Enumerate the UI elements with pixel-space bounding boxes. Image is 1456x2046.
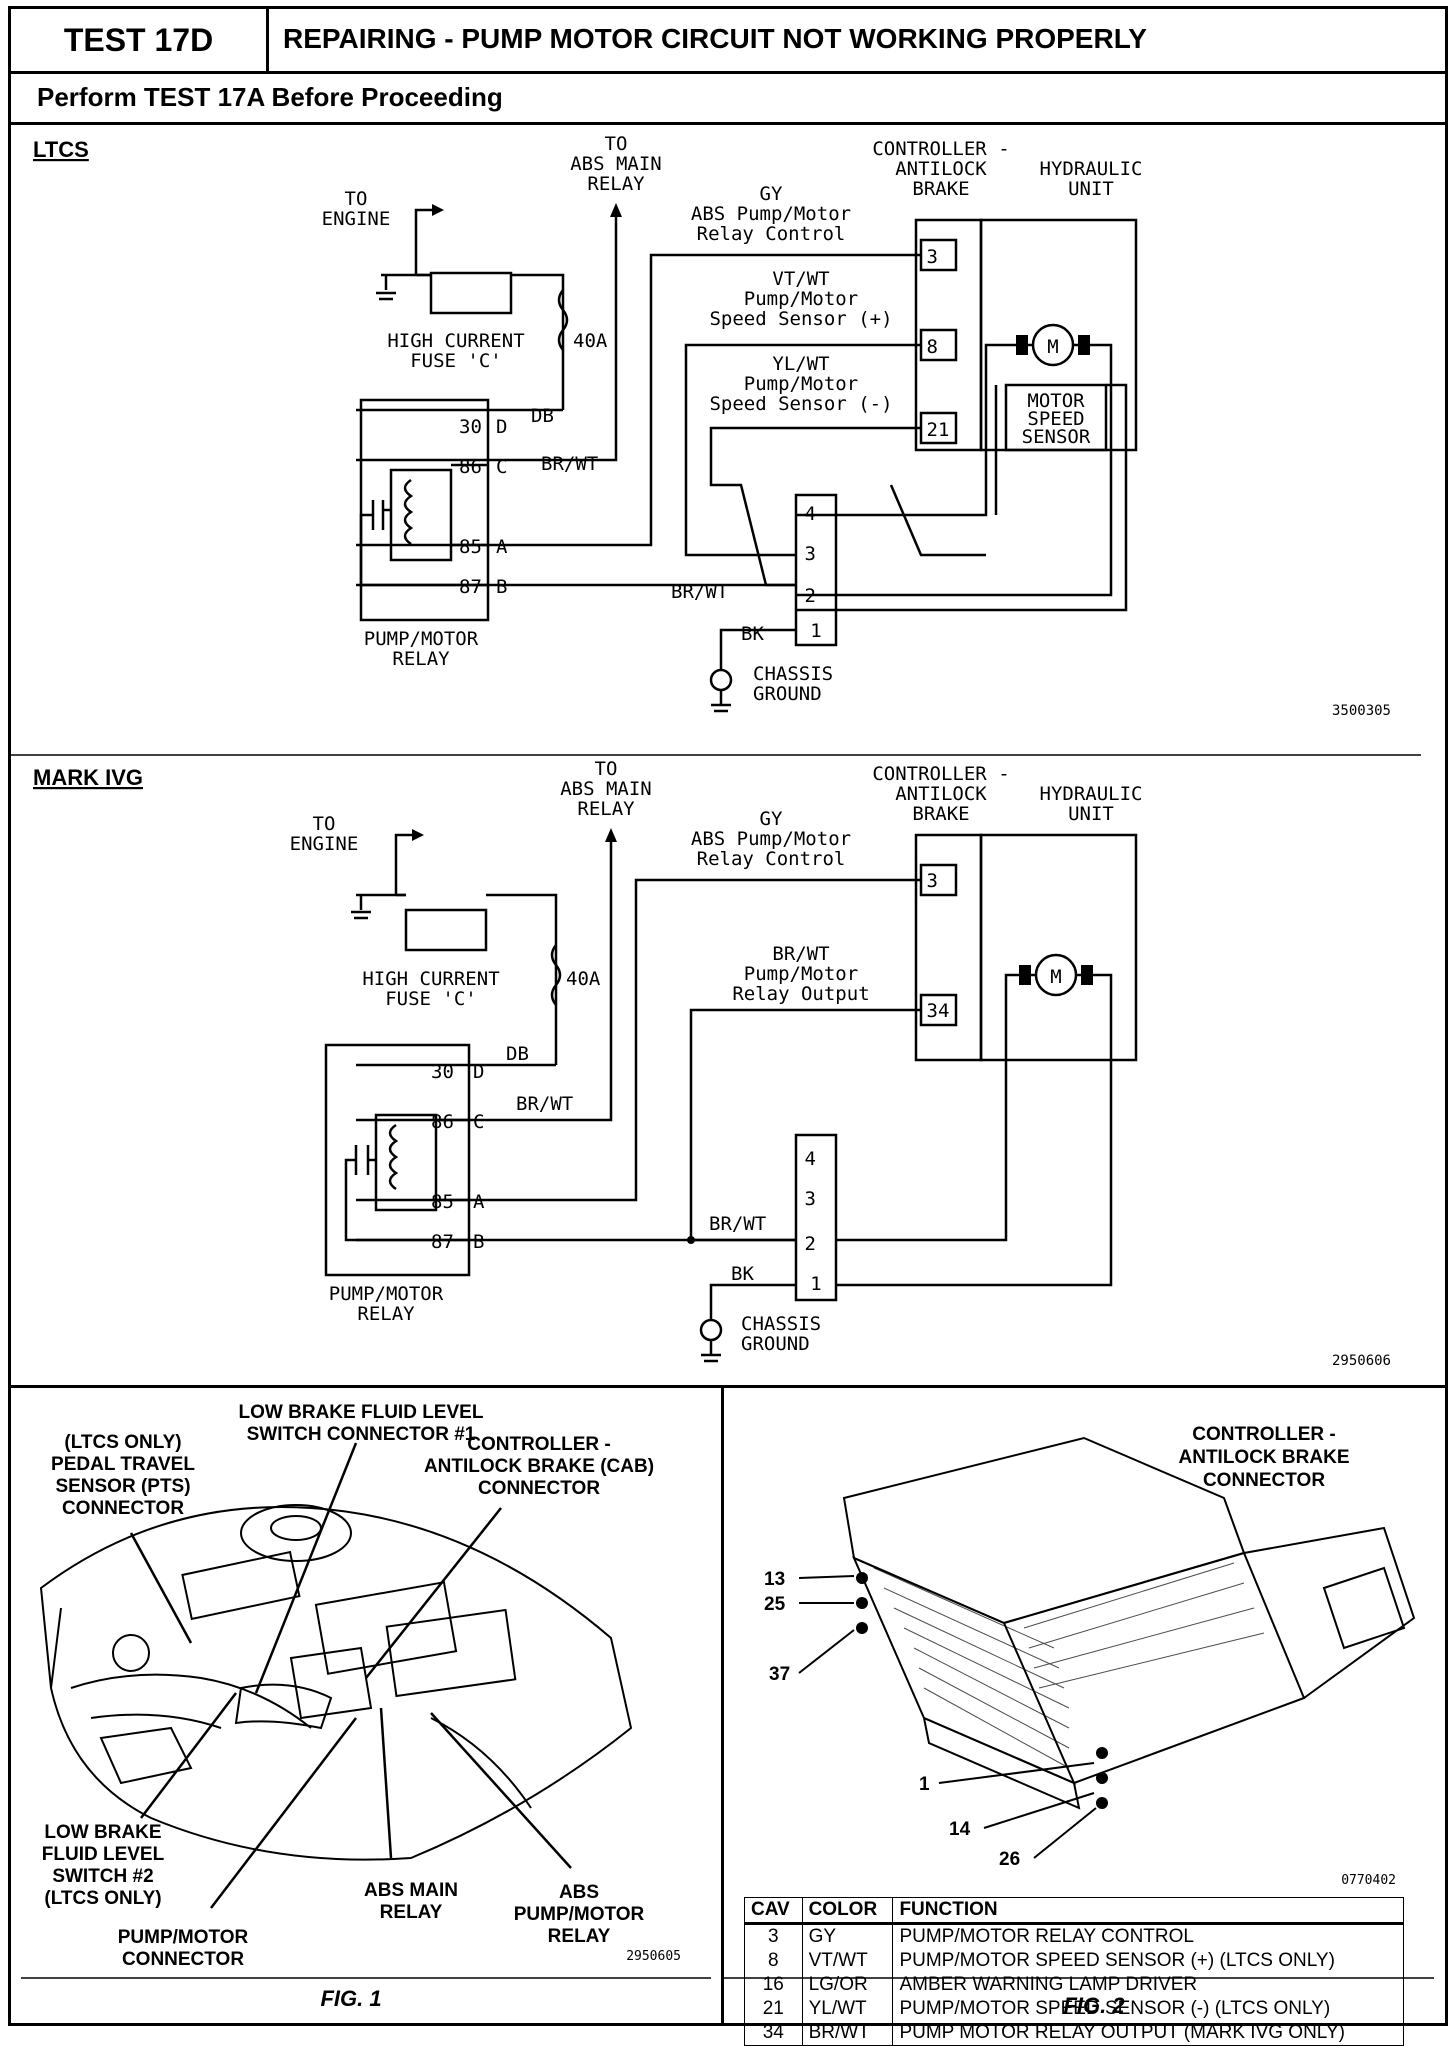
wire-brwt-2: BR/WT xyxy=(671,581,728,603)
cav-cell: 34 xyxy=(744,2021,803,2046)
connector-pins: 4 3 2 1 xyxy=(805,503,828,642)
color-cell: YL/WT xyxy=(801,1997,894,2021)
page: TEST 17D REPAIRING - PUMP MOTOR CIRCUIT … xyxy=(8,6,1448,2046)
fig1-caption: FIG. 1 xyxy=(320,1986,381,2011)
fig1-cab: CONTROLLER -ANTILOCK BRAKE (CAB)CONNECTO… xyxy=(424,1434,654,1499)
cav-cell: 16 xyxy=(744,1973,803,1997)
table-row: 8 VT/WT PUMP/MOTOR SPEED SENSOR (+) (LTC… xyxy=(744,1949,1404,1973)
function-cell: PUMP/MOTOR RELAY CONTROL xyxy=(892,1923,1404,1949)
table-header-row: CAV COLOR FUNCTION xyxy=(744,1897,1404,1925)
header: TEST 17D REPAIRING - PUMP MOTOR CIRCUIT … xyxy=(11,9,1445,74)
cav-cell: 21 xyxy=(744,1997,803,2021)
function-cell: PUMP MOTOR RELAY OUTPUT (MARK IVG ONLY) xyxy=(892,2021,1404,2046)
test-id: TEST 17D xyxy=(11,9,269,71)
fuse-amps: 40A xyxy=(566,968,601,990)
relay-pins: 30 86 85 87 xyxy=(431,1061,465,1253)
cav-cell: 8 xyxy=(744,1949,803,1973)
color-cell: LG/OR xyxy=(801,1973,894,1997)
table-row: 3 GY PUMP/MOTOR RELAY CONTROL xyxy=(744,1923,1404,1949)
ltcs-label: LTCS xyxy=(33,137,89,162)
col-cav: CAV xyxy=(744,1897,803,1925)
relay-letters: D C A B xyxy=(496,416,519,598)
fig1-ref: 2950605 xyxy=(626,1949,681,1964)
table-row: 21 YL/WT PUMP/MOTOR SPEED SENSOR (-) (LT… xyxy=(744,1997,1404,2021)
cav-cell: 3 xyxy=(744,1923,803,1949)
markivg-label: MARK IVG xyxy=(33,765,143,790)
subheader: Perform TEST 17A Before Proceeding xyxy=(11,74,1445,125)
motor-brush-left xyxy=(1016,335,1028,355)
color-cell: VT/WT xyxy=(801,1949,894,1973)
controller-pins: 3 34 xyxy=(927,870,950,1022)
table-row: 34 BR/WT PUMP MOTOR RELAY OUTPUT (MARK I… xyxy=(744,2021,1404,2046)
function-cell: AMBER WARNING LAMP DRIVER xyxy=(892,1973,1404,1997)
function-cell: PUMP/MOTOR SPEED SENSOR (+) (LTCS ONLY) xyxy=(892,1949,1404,1973)
fig2-pin-callouts: 13 25 37 1 14 26 xyxy=(764,1569,1020,1870)
test-title: REPAIRING - PUMP MOTOR CIRCUIT NOT WORKI… xyxy=(283,23,1147,54)
wire-db: DB xyxy=(531,405,554,427)
connector-pins: 4 3 2 1 xyxy=(805,1148,828,1295)
controller-pins: 3 8 21 xyxy=(927,246,950,441)
wire-brwt-2: BR/WT xyxy=(709,1213,766,1235)
col-function: FUNCTION xyxy=(892,1897,1404,1925)
wire-bk: BK xyxy=(731,1263,754,1285)
motor-label: M xyxy=(1050,966,1061,988)
function-cell: PUMP/MOTOR SPEED SENSOR (-) (LTCS ONLY) xyxy=(892,1997,1404,2021)
fig2-cav-table: CAV COLOR FUNCTION 3 GY PUMP/MOTOR RELAY… xyxy=(744,1897,1404,2046)
wire-brwt: BR/WT xyxy=(516,1093,573,1115)
wire-db: DB xyxy=(506,1043,529,1065)
hydraulic-unit-box xyxy=(979,833,1138,1062)
motor-label: M xyxy=(1047,336,1058,358)
color-cell: GY xyxy=(801,1923,894,1949)
fig2-ref: 0770402 xyxy=(1341,1873,1396,1888)
wire-bk: BK xyxy=(741,623,764,645)
markivg-ref: 2950606 xyxy=(1332,1353,1391,1369)
table-row: 16 LG/OR AMBER WARNING LAMP DRIVER xyxy=(744,1973,1404,1997)
ltcs-ref: 3500305 xyxy=(1332,703,1391,719)
color-cell: BR/WT xyxy=(801,2021,894,2046)
relay-pins: 30 86 85 87 xyxy=(459,416,493,598)
col-color: COLOR xyxy=(801,1897,894,1925)
motor-brush-right xyxy=(1078,335,1090,355)
relay-letters: D C A B xyxy=(473,1061,496,1253)
fuse-amps: 40A xyxy=(573,330,608,352)
subtitle: Perform TEST 17A Before Proceeding xyxy=(37,82,503,112)
wire-brwt: BR/WT xyxy=(541,453,598,475)
